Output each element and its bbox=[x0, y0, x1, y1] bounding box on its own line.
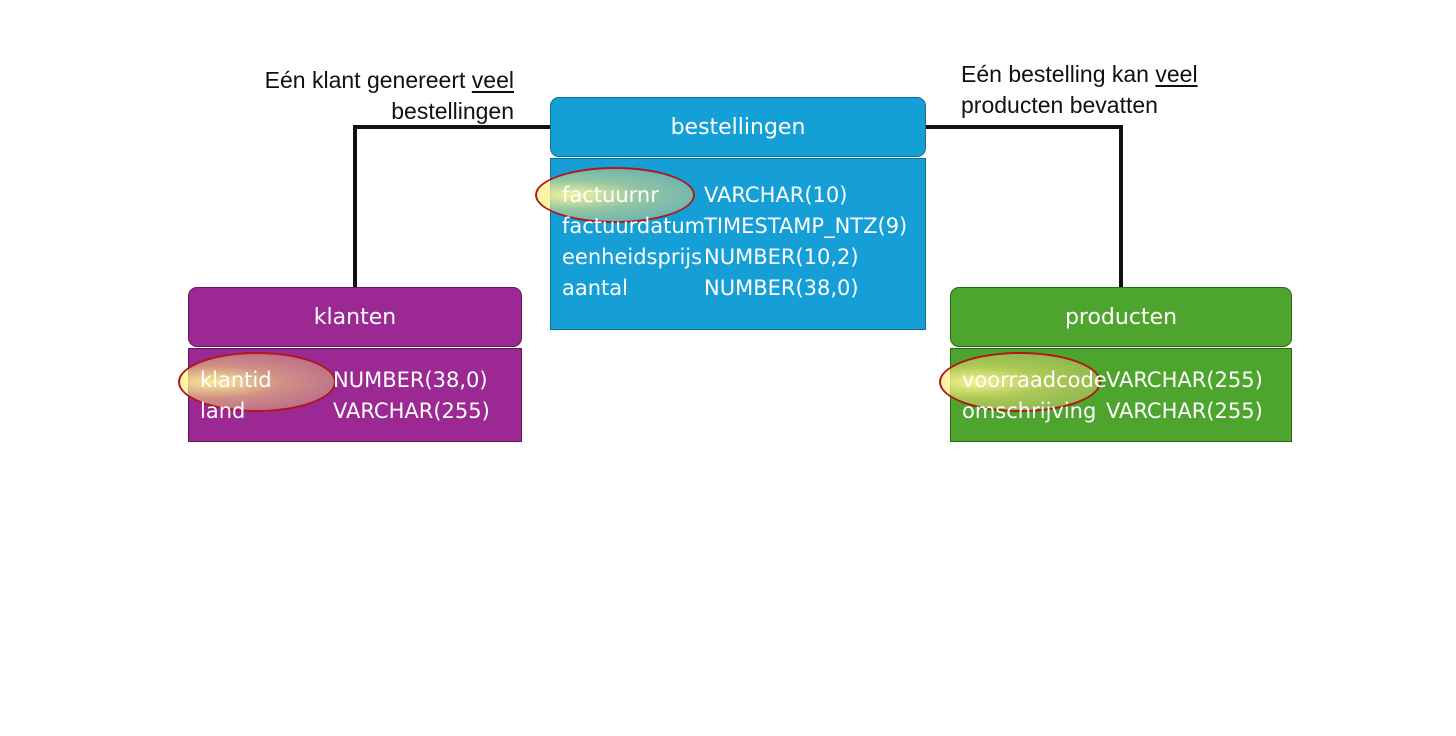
connector-klanten-bestellingen bbox=[353, 125, 550, 287]
attribute-name: factuurdatum bbox=[562, 214, 706, 238]
attribute-name: aantal bbox=[562, 276, 628, 300]
attribute-type: VARCHAR(255) bbox=[1106, 399, 1263, 423]
attribute-type: NUMBER(38,0) bbox=[704, 276, 859, 300]
attribute-type: NUMBER(10,2) bbox=[704, 245, 859, 269]
entity-producten: producten voorraadcode VARCHAR(255) omsc… bbox=[939, 287, 1292, 444]
attribute-type: VARCHAR(255) bbox=[333, 399, 490, 423]
entity-klanten: klanten klantid NUMBER(38,0) land VARCHA… bbox=[178, 287, 522, 444]
attribute-type: NUMBER(38,0) bbox=[333, 368, 488, 392]
entity-attributes: voorraadcode VARCHAR(255) omschrijving V… bbox=[939, 348, 1292, 442]
entity-title: klanten bbox=[188, 287, 522, 347]
note-emphasis: veel bbox=[1155, 61, 1198, 87]
note-text: Eén klant genereert bbox=[264, 67, 472, 93]
note-text: bestellingen bbox=[391, 98, 514, 124]
attribute-name: factuurnr bbox=[562, 183, 659, 207]
attribute-name: omschrijving bbox=[962, 399, 1097, 423]
entity-title: bestellingen bbox=[550, 97, 926, 157]
attribute-name: eenheidsprijs bbox=[562, 245, 703, 269]
entity-attributes: factuurnr VARCHAR(10) factuurdatum TIMES… bbox=[535, 158, 926, 330]
attribute-type: VARCHAR(255) bbox=[1106, 368, 1263, 392]
attribute-type: TIMESTAMP_NTZ(9) bbox=[704, 214, 908, 238]
attribute-type: VARCHAR(10) bbox=[704, 183, 848, 207]
attribute-name: land bbox=[200, 399, 246, 423]
entity-bestellingen: bestellingen factuurnr VARCHAR(10) factu… bbox=[535, 97, 926, 333]
entity-attributes: klantid NUMBER(38,0) land VARCHAR(255) bbox=[178, 348, 522, 442]
relationship-note-klanten: Eén klant genereert veel bestellingen bbox=[200, 65, 514, 127]
entity-title: producten bbox=[950, 287, 1292, 347]
note-text: Eén bestelling kan bbox=[961, 61, 1156, 87]
connector-bestellingen-producten bbox=[926, 125, 1123, 287]
note-text: producten bevatten bbox=[961, 92, 1158, 118]
relationship-note-producten: Eén bestelling kan veel producten bevatt… bbox=[961, 59, 1261, 121]
attribute-name: voorraadcode bbox=[962, 368, 1107, 392]
attribute-name: klantid bbox=[200, 368, 272, 392]
note-emphasis: veel bbox=[471, 67, 514, 93]
